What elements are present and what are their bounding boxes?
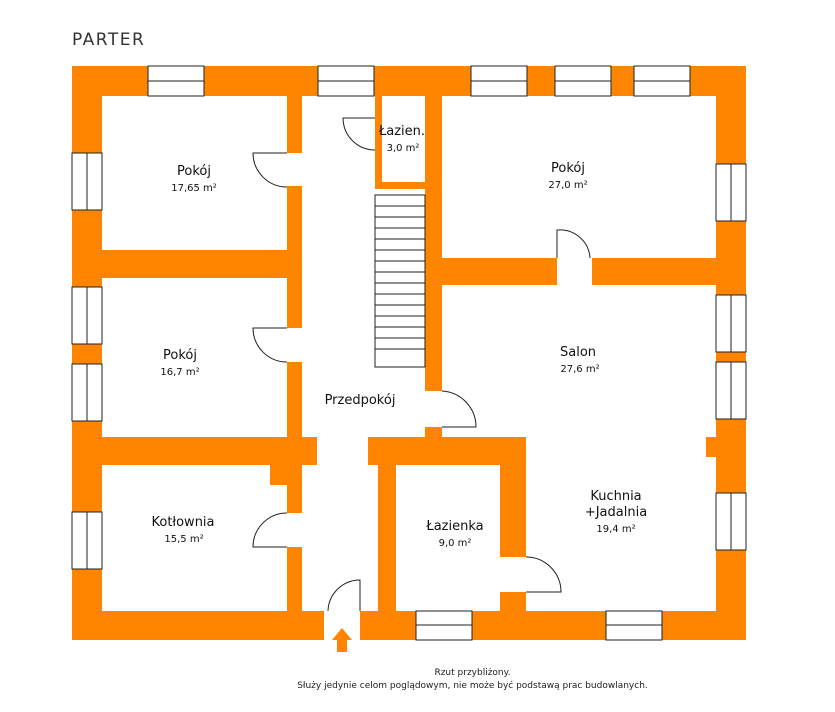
wall-v-mid-1	[425, 96, 442, 391]
room-pokoj2-name: Pokój	[551, 161, 585, 176]
wall-bath-small-bottom	[375, 182, 442, 189]
plan-title: PARTER	[72, 30, 146, 50]
wall-bath-right	[500, 437, 526, 557]
room-kuchnia-name-line1: Kuchnia	[590, 489, 641, 504]
entrance-arrow-icon	[332, 628, 352, 652]
window-top-1	[147, 65, 205, 97]
window-top-4	[554, 65, 612, 97]
door-pokoj2	[556, 229, 591, 259]
room-kotlownia-area: 15,5 m²	[164, 534, 203, 545]
stairs	[374, 194, 426, 368]
door-pokoj1	[252, 152, 288, 188]
door-lazienka	[525, 556, 562, 593]
wall-bath-small-left	[375, 96, 382, 186]
window-top-2	[317, 65, 375, 97]
room-pokoj3-area: 16,7 m²	[160, 367, 199, 378]
room-kuchnia-area: 19,4 m²	[596, 524, 635, 535]
door-lazien-small	[342, 117, 376, 151]
wall-h-1	[102, 250, 302, 278]
windows	[71, 65, 747, 641]
door-entrance	[327, 579, 361, 612]
room-pokoj3-name: Pokój	[163, 348, 197, 363]
note-line-1: Rzut przybliżony.	[434, 668, 511, 678]
wall-h-right-2	[592, 258, 716, 285]
wall-v-left-2	[287, 186, 302, 328]
wall-bath-left	[378, 465, 396, 611]
room-pokoj1-name: Pokój	[177, 164, 211, 179]
room-kotlownia-name: Kotłownia	[151, 515, 214, 530]
room-lazienka-area: 9,0 m²	[439, 538, 472, 549]
wall-v-left-3	[287, 362, 302, 465]
wall-bath-right-low	[500, 592, 526, 611]
window-right-4	[715, 492, 747, 551]
room-lazienka-name: Łazienka	[425, 519, 483, 534]
window-bottom-2	[605, 610, 663, 641]
window-left-3	[71, 363, 103, 422]
room-pokoj1-area: 17,65 m²	[171, 183, 217, 194]
wall-bottom-left	[302, 611, 324, 640]
window-bottom-1	[415, 610, 473, 641]
door-kotlownia-arc	[252, 512, 288, 548]
wall-stub-right	[706, 437, 716, 457]
wall-v-mid-2	[425, 427, 442, 437]
door-kotlownia	[253, 513, 287, 547]
window-left-4	[71, 511, 103, 570]
room-pokoj2-area: 27,0 m²	[548, 180, 587, 191]
window-left-2	[71, 286, 103, 345]
window-top-5	[633, 65, 691, 97]
wall-stub-kotl	[270, 465, 302, 485]
window-right-1	[715, 163, 747, 222]
window-left-1	[71, 152, 103, 211]
room-lazien-small-area: 3,0 m²	[387, 143, 420, 154]
walls	[72, 66, 746, 640]
room-salon-name: Salon	[560, 345, 596, 360]
window-top-3	[470, 65, 528, 97]
window-right-3	[715, 361, 747, 420]
wall-v-left-5	[287, 547, 302, 611]
doors	[252, 117, 591, 612]
room-salon-area: 27,6 m²	[560, 364, 599, 375]
window-right-2	[715, 294, 747, 353]
wall-h-2	[102, 437, 317, 465]
wall-h-mid	[368, 437, 526, 465]
door-pokoj3	[252, 327, 288, 363]
room-przedpokoj-name: Przedpokój	[325, 393, 396, 408]
room-kuchnia-name-line2: +Jadalnia	[585, 505, 647, 520]
wall-v-left-1	[287, 96, 302, 153]
note-line-2: Służy jedynie celom poglądowym, nie może…	[297, 681, 648, 691]
room-lazien-small-name: Łazien.	[378, 124, 425, 139]
wall-h-right-1	[442, 258, 557, 285]
door-salon-arc	[441, 390, 477, 428]
room-labels: Pokój 17,65 m² Łazien. 3,0 m² Pokój 27,0…	[151, 124, 647, 549]
